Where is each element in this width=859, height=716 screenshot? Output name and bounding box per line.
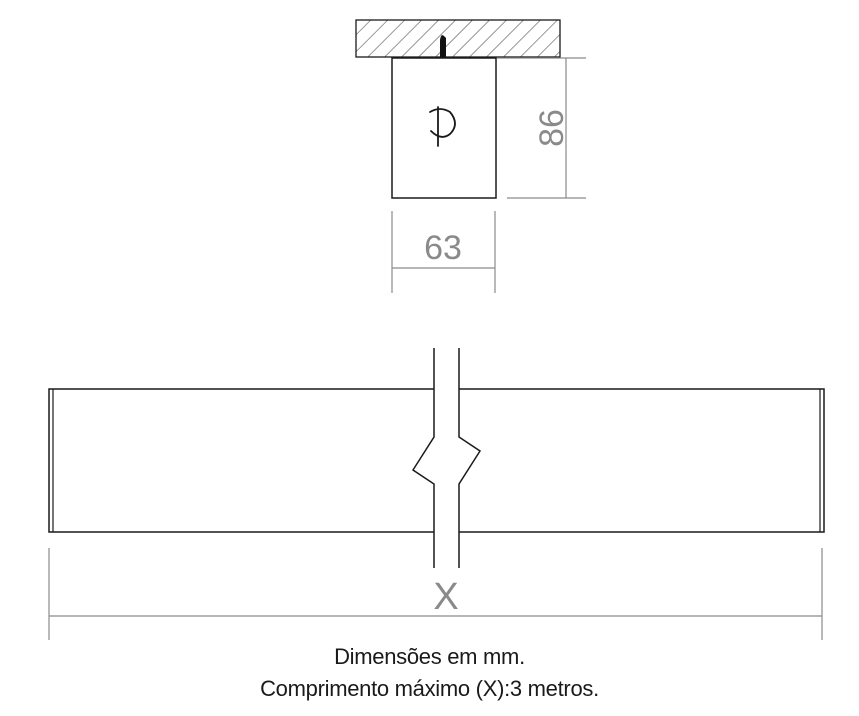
dimensions-unit-note: Dimensões em mm. (334, 644, 525, 669)
height-dimension (497, 57, 586, 199)
ceiling-hatch (355, 19, 561, 58)
max-length-note: Comprimento máximo (X):3 metros. (260, 676, 599, 701)
profile-section (391, 57, 497, 199)
width-dimension (391, 211, 496, 293)
break-line-left (411, 348, 435, 568)
height-dimension-label: 86 (533, 109, 571, 147)
length-dimension (48, 548, 823, 640)
front-view: X (48, 348, 825, 640)
break-line-right (458, 348, 482, 568)
profile-symbol-icon (429, 106, 456, 147)
length-dimension-label: X (433, 576, 458, 618)
width-dimension-label: 63 (424, 229, 462, 267)
break-gap (413, 348, 480, 568)
mounting-screw-icon (440, 35, 446, 57)
side-view: 86 63 (355, 19, 586, 293)
